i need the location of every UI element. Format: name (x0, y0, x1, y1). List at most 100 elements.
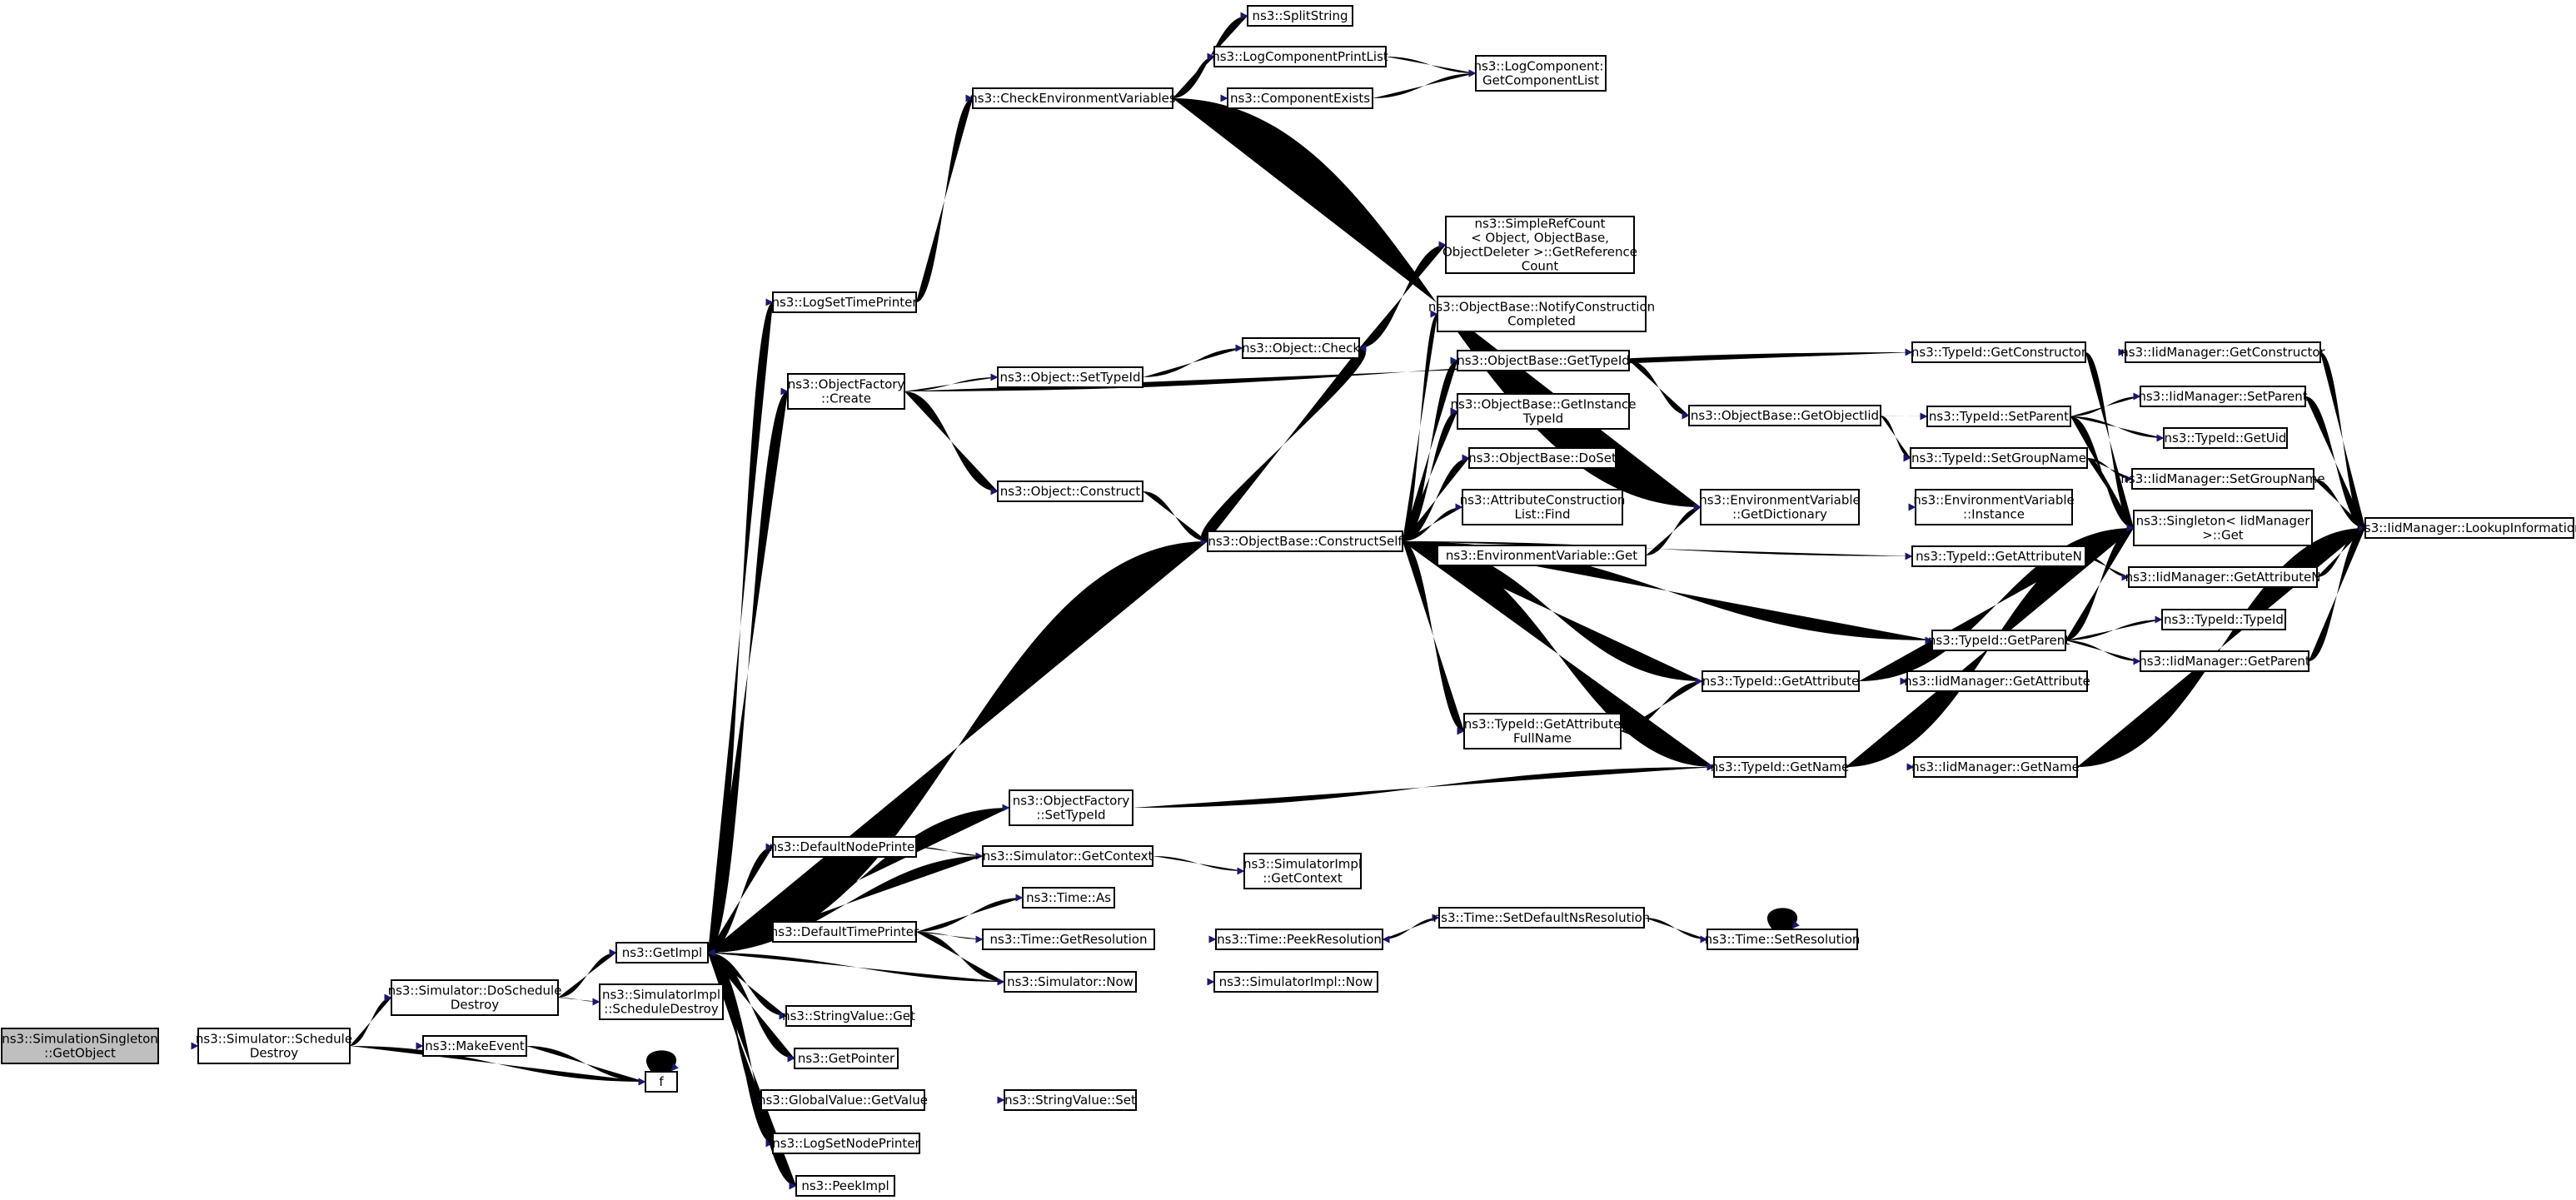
graph-node-f[interactable]: f (645, 1071, 678, 1093)
node-box (1931, 630, 2066, 651)
node-label: ns3::IidManager::GetConstructor (2120, 345, 2325, 360)
node-box (1911, 341, 2086, 363)
call-edge (558, 998, 600, 1006)
graph-node-ob-get-type-id[interactable]: ns3::ObjectBase::GetTypeId (1457, 350, 1630, 371)
node-box (1213, 971, 1378, 993)
graph-node-log-set-time-printer[interactable]: ns3::LogSetTimePrinter (771, 291, 918, 313)
graph-node-typeid-get-parent[interactable]: ns3::TypeId::GetParent (1928, 630, 2070, 651)
graph-node-sim-now[interactable]: ns3::Simulator::Now (1004, 971, 1137, 993)
node-box (795, 1175, 895, 1197)
graph-node-typeid-typeid[interactable]: ns3::TypeId::TypeId (2161, 609, 2286, 630)
graph-node-time-as[interactable]: ns3::Time::As (1022, 887, 1115, 909)
node-box (1445, 216, 1635, 274)
node-label: ns3::Object::SetTypeId (1000, 370, 1141, 385)
graph-node-string-value-set[interactable]: ns3::StringValue::Set (1004, 1089, 1137, 1111)
node-label: ns3::ObjectBase::DoSet (1468, 451, 1617, 466)
node-box (1242, 337, 1360, 359)
graph-node-iid-set-parent[interactable]: ns3::IidManager::SetParent (2138, 386, 2308, 407)
graph-node-iid-get-attribute-n[interactable]: ns3::IidManager::GetAttributeN (2125, 566, 2321, 588)
graph-node-time-peek-resolution[interactable]: ns3::Time::PeekResolution (1215, 929, 1383, 950)
graph-node-simimpl-get-context[interactable]: ns3::SimulatorImpl::GetContext (1243, 853, 1362, 889)
graph-node-get-pointer[interactable]: ns3::GetPointer (794, 1048, 899, 1069)
graph-node-sched-destroy[interactable]: ns3::Simulator::ScheduleDestroy (196, 1028, 352, 1064)
graph-node-typeid-get-uid[interactable]: ns3::TypeId::GetUid (2163, 427, 2288, 449)
node-box (599, 983, 724, 1020)
node-label: ns3::StringValue::Set (1004, 1093, 1136, 1108)
graph-node-typeid-get-constructor[interactable]: ns3::TypeId::GetConstructor (1911, 341, 2087, 363)
node-label: ns3::GetPointer (798, 1051, 895, 1066)
call-edge (2065, 615, 2163, 640)
graph-node-simimpl-now[interactable]: ns3::SimulatorImpl::Now (1213, 971, 1378, 993)
graph-node-iid-get-parent[interactable]: ns3::IidManager::GetParent (2139, 650, 2310, 672)
graph-node-simimpl-sched-destroy[interactable]: ns3::SimulatorImpl::ScheduleDestroy (599, 983, 724, 1020)
graph-node-component-exists[interactable]: ns3::ComponentExists (1227, 87, 1373, 109)
graph-node-get-impl[interactable]: ns3::GetImpl (615, 942, 709, 963)
call-edge (916, 94, 974, 302)
graph-node-time-set-resolution[interactable]: ns3::Time::SetResolution (1705, 929, 1861, 950)
node-label: ns3::LogComponent:: (1474, 59, 1608, 74)
graph-node-simple-ref-count[interactable]: ns3::SimpleRefCount< Object, ObjectBase,… (1442, 216, 1637, 274)
call-edge (1403, 356, 1458, 541)
graph-node-iid-get-name[interactable]: ns3::IidManager::GetName (1911, 756, 2080, 778)
node-label: ns3::EnvironmentVariable::Get (1446, 548, 1637, 563)
graph-node-obj-factory-create[interactable]: ns3::ObjectFactory::Create (787, 373, 905, 410)
graph-node-env-var-instance[interactable]: ns3::EnvironmentVariable::Instance (1913, 489, 2075, 525)
graph-node-construct-self[interactable]: ns3::ObjectBase::ConstructSelf (1207, 530, 1403, 552)
graph-node-get-component-list[interactable]: ns3::LogComponent::GetComponentList (1474, 55, 1608, 92)
node-label: ns3::Singleton< IidManager (2136, 514, 2311, 529)
call-edge (1143, 491, 1208, 545)
graph-node-notify-construction[interactable]: ns3::ObjectBase::NotifyConstructionCompl… (1428, 296, 1655, 332)
graph-node-ob-get-object-iid[interactable]: ns3::ObjectBase::GetObjectIid (1688, 405, 1881, 426)
graph-node-iid-set-group-name[interactable]: ns3::IidManager::SetGroupName (2120, 468, 2325, 490)
graph-node-string-value-get[interactable]: ns3::StringValue::Get (782, 1005, 915, 1027)
graph-node-check-env-vars[interactable]: ns3::CheckEnvironmentVariables (969, 87, 1176, 109)
graph-node-env-var-get-dictionary[interactable]: ns3::EnvironmentVariable::GetDictionary (1699, 489, 1861, 525)
graph-node-ob-do-set[interactable]: ns3::ObjectBase::DoSet (1468, 447, 1617, 469)
graph-node-obj-factory-set-type-id[interactable]: ns3::ObjectFactory::SetTypeId (1009, 789, 1134, 826)
graph-node-make-event[interactable]: ns3::MakeEvent (422, 1035, 527, 1057)
graph-node-global-value-get-value[interactable]: ns3::GlobalValue::GetValue (758, 1089, 928, 1111)
graph-node-root[interactable]: ns3::SimulationSingleton::GetObject (1, 1028, 159, 1064)
call-edge (1403, 407, 1458, 541)
graph-node-default-time-printer[interactable]: ns3::DefaultTimePrinter (770, 921, 919, 943)
graph-node-obj-set-type-id[interactable]: ns3::Object::SetTypeId (997, 366, 1144, 388)
graph-node-time-get-resolution[interactable]: ns3::Time::GetResolution (982, 929, 1155, 950)
graph-node-typeid-set-parent[interactable]: ns3::TypeId::SetParent (1926, 406, 2071, 427)
graph-node-iid-lookup-info[interactable]: ns3::IidManager::LookupInformation (2356, 517, 2576, 539)
graph-node-default-node-printer[interactable]: ns3::DefaultNodePrinter (770, 836, 921, 858)
node-box (391, 979, 559, 1016)
node-label: ns3::Simulator::Schedule (196, 1032, 352, 1047)
graph-node-typeid-get-attribute[interactable]: ns3::TypeId::GetAttribute (1702, 670, 1860, 692)
graph-node-typeid-set-group-name[interactable]: ns3::TypeId::SetGroupName (1910, 447, 2088, 469)
graph-node-time-set-default-ns-res[interactable]: ns3::Time::SetDefaultNsResolution (1433, 907, 1651, 929)
graph-node-split-string[interactable]: ns3::SplitString (1247, 5, 1353, 27)
graph-node-sim-get-context[interactable]: ns3::Simulator::GetContext (982, 845, 1153, 867)
call-edge (2085, 352, 2135, 532)
node-box (1213, 46, 1387, 67)
graph-node-obj-construct[interactable]: ns3::Object::Construct (997, 480, 1144, 502)
graph-node-iid-get-constructor[interactable]: ns3::IidManager::GetConstructor (2120, 341, 2326, 363)
graph-node-env-var-get[interactable]: ns3::EnvironmentVariable::Get (1437, 545, 1647, 566)
graph-node-iid-get-attribute[interactable]: ns3::IidManager::GetAttribute (1904, 670, 2090, 692)
graph-node-log-set-node-printer[interactable]: ns3::LogSetNodePrinter (772, 1133, 921, 1154)
node-label: ns3::TypeId::GetAttribute (1464, 717, 1621, 732)
node-label: ns3::DefaultNodePrinter (770, 839, 921, 854)
graph-node-typeid-get-name[interactable]: ns3::TypeId::GetName (1711, 756, 1849, 778)
node-box (1688, 405, 1881, 426)
graph-node-peek-impl[interactable]: ns3::PeekImpl (795, 1175, 895, 1197)
node-label: ns3::SimulatorImpl (1243, 857, 1362, 872)
call-edge (916, 847, 984, 860)
node-label: Completed (1507, 314, 1576, 329)
node-label: ns3::EnvironmentVariable (1699, 493, 1860, 508)
graph-node-singleton-get[interactable]: ns3::Singleton< IidManager>::Get (2133, 510, 2313, 546)
graph-node-log-comp-print-list[interactable]: ns3::LogComponentPrintList (1212, 46, 1388, 67)
graph-node-typeid-get-attribute-n[interactable]: ns3::TypeId::GetAttributeN (1911, 545, 2086, 567)
node-box (1004, 1089, 1137, 1111)
node-label: ns3::ComponentExists (1230, 91, 1370, 106)
graph-node-obj-check[interactable]: ns3::Object::Check (1242, 337, 1360, 359)
node-box (794, 1048, 899, 1069)
